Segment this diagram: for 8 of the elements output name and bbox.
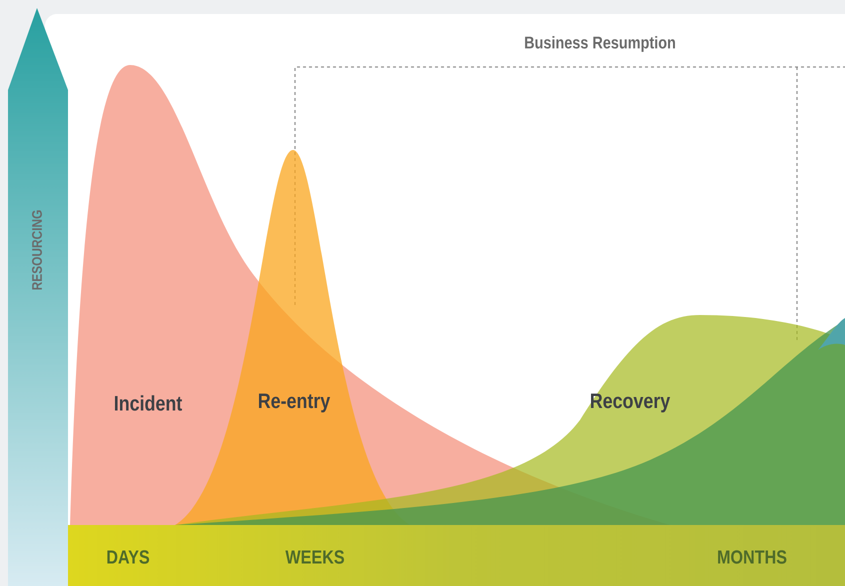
curve-label: Re-entry — [259, 394, 330, 412]
curve-label: Incident — [114, 395, 182, 411]
bracket-label: Business Resumption — [525, 36, 675, 52]
time-label: DAYS — [107, 550, 150, 564]
curve-label: Recovery — [591, 394, 670, 412]
axis-label: RESOURCING — [32, 210, 42, 290]
time-label: WEEKS — [285, 550, 344, 564]
time-label: MONTHS — [718, 550, 786, 564]
